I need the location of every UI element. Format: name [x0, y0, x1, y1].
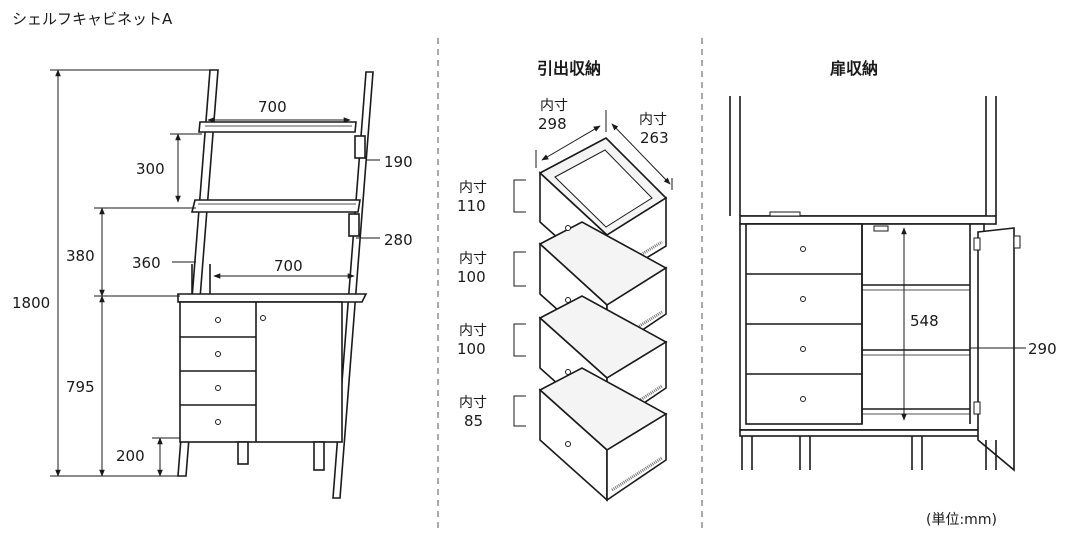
page-title: シェルフキャビネットA [12, 10, 173, 28]
dim-leg-height: 200 [116, 447, 145, 465]
drawer-knobs-mid [565, 225, 571, 447]
unit-note: (単位:mm) [926, 512, 997, 528]
drawer-2-height-label: 内寸 [459, 251, 487, 267]
dim-lower-width: 700 [274, 257, 303, 275]
dim-total-height: 1800 [12, 294, 50, 312]
door-storage-drawing [729, 96, 1021, 472]
middle-shelf-board [190, 199, 361, 213]
drawer-dimension-lines [513, 110, 673, 427]
drawer-3-height-label: 内寸 [459, 323, 487, 339]
dim-door-inner-height: 548 [910, 312, 939, 330]
front-right-rail [332, 71, 374, 499]
dim-mid-gap: 380 [66, 247, 95, 265]
drawer-1-height-value: 110 [457, 197, 486, 215]
door-dimension-lines [901, 227, 1026, 421]
drawer-2-height-value: 100 [457, 268, 486, 286]
cabinet-top [177, 293, 368, 303]
dim-cabinet-height: 795 [66, 378, 95, 396]
leg-rear [313, 441, 325, 471]
drawer-4-height-label: 内寸 [459, 395, 487, 411]
drawer-section-heading: 引出収納 [537, 59, 601, 78]
drawer-3-height-value: 100 [457, 340, 486, 358]
leg-front [237, 441, 249, 465]
door-dimension-labels: 548 290 [910, 312, 1057, 358]
drawer-1-height-label: 内寸 [459, 180, 487, 196]
dim-mid-depth: 280 [384, 231, 413, 249]
drawer-dimension-labels: 内寸 298 内寸 263 内寸 110 内寸 100 内寸 100 内寸 85 [457, 98, 669, 430]
drawer-width-label: 内寸 [540, 98, 568, 114]
dim-top-depth: 190 [384, 153, 413, 171]
shelf-dimension-labels: 1800 700 300 190 280 380 360 700 795 200 [12, 98, 413, 465]
shelf-cabinet-drawing [177, 69, 374, 499]
drawer-knobs [215, 315, 266, 425]
dim-inner-depth: 360 [132, 254, 161, 272]
drawer-depth-value: 263 [640, 129, 669, 147]
drawer-width-value: 298 [538, 115, 567, 133]
door-knobs [800, 246, 806, 402]
door-section-heading: 扉収納 [830, 59, 878, 78]
drawer-4 [538, 367, 668, 502]
top-shelf-board [198, 121, 357, 133]
drawer-drawings [538, 137, 668, 502]
drawer-depth-label: 内寸 [639, 112, 667, 128]
dim-door-inner-depth: 290 [1028, 340, 1057, 358]
drawer-4-height-value: 85 [464, 412, 483, 430]
shelf-dimension-lines [50, 69, 380, 477]
dim-upper-width: 700 [258, 98, 287, 116]
dim-top-gap: 300 [136, 160, 165, 178]
cabinet-body [179, 301, 343, 443]
